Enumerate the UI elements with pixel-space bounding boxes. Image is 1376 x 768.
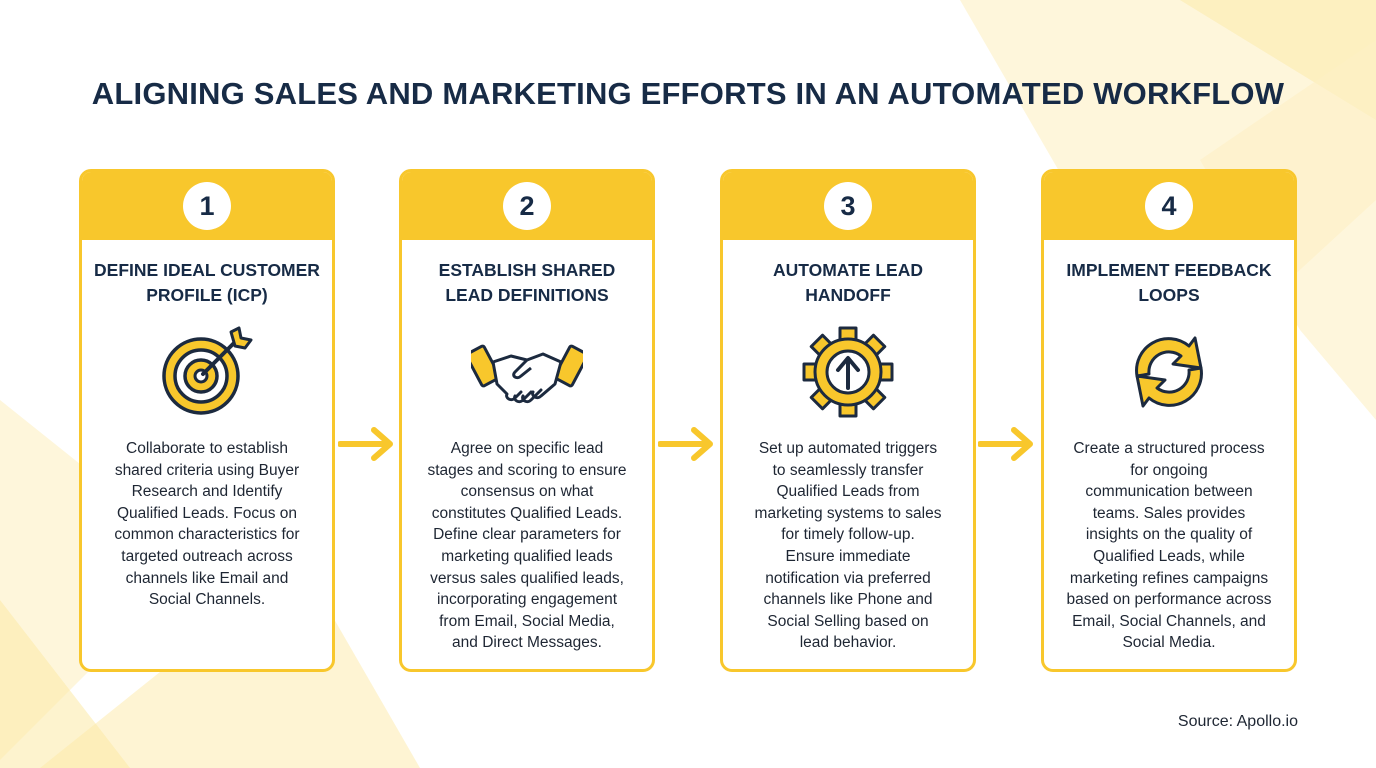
step-number-1: 1	[183, 182, 231, 230]
step-description-4: Create a structured process for ongoing …	[1054, 438, 1284, 654]
text-line: channels like Phone and	[763, 591, 933, 609]
step-number-3: 3	[824, 182, 872, 230]
text-line: versus sales qualified leads,	[430, 569, 624, 587]
text-line: from Email, Social Media,	[439, 612, 615, 630]
text-line: to seamlessly transfer	[772, 461, 924, 479]
text-line: incorporating engagement	[436, 591, 618, 609]
text-line: Qualified Leads from	[776, 483, 920, 501]
text-line: Collaborate to establish	[126, 440, 288, 457]
step-number-2: 2	[503, 182, 551, 230]
target-icon	[162, 326, 253, 415]
page-title: ALIGNING SALES AND MARKETING EFFORTS IN …	[91, 76, 1285, 111]
text-line: Social Media.	[1122, 634, 1216, 652]
step-number-4: 4	[1145, 182, 1193, 230]
step-description-2: Agree on specific lead stages and scorin…	[412, 438, 642, 654]
refresh-cycle-icon	[1135, 336, 1203, 408]
arrow-right-icon	[658, 427, 713, 461]
step-card-2: 2 ESTABLISH SHARED LEAD DEFINITIONS Agre…	[399, 169, 655, 672]
text-line: Agree on specific lead	[450, 440, 604, 457]
step-title-3: AUTOMATE LEAD HANDOFF	[731, 258, 965, 310]
step-title-line: AUTOMATE LEAD	[772, 260, 924, 280]
step-header-4: 4	[1044, 172, 1294, 240]
step-title-line: LOOPS	[1138, 285, 1200, 305]
step-title-line: PROFILE (ICP)	[146, 285, 268, 305]
text-line: constitutes Qualified Leads.	[431, 504, 623, 522]
text-line: Define clear parameters for	[433, 526, 621, 544]
text-line: Qualified Leads. Focus on	[116, 504, 298, 522]
text-line: channels like Email and	[125, 569, 289, 587]
text-line: lead behavior.	[799, 634, 897, 652]
text-line: targeted outreach across	[121, 547, 293, 565]
text-line: Research and Identify	[131, 483, 283, 501]
text-line: Social Channels.	[148, 591, 266, 609]
text-line: marketing refines campaigns	[1069, 569, 1269, 587]
step-card-1: 1 DEFINE IDEAL CUSTOMER PROFILE (ICP) Co…	[79, 169, 335, 672]
text-line: notification via preferred	[765, 569, 931, 587]
step-title-line: DEFINE IDEAL CUSTOMER	[94, 260, 320, 280]
handshake-icon	[471, 344, 583, 404]
text-line: and Direct Messages.	[452, 634, 602, 652]
step-title-1: DEFINE IDEAL CUSTOMER PROFILE (ICP)	[90, 258, 324, 310]
text-line: common characteristics for	[114, 526, 300, 544]
text-line: stages and scoring to ensure	[427, 461, 627, 479]
text-line: shared criteria using Buyer	[114, 461, 300, 479]
step-card-3: 3 AUTOMATE LEAD HANDOFF	[720, 169, 976, 672]
text-line: marketing qualified leads	[441, 547, 613, 565]
step-title-line: LEAD DEFINITIONS	[445, 285, 609, 305]
step-header-3: 3	[723, 172, 973, 240]
text-line: for timely follow-up.	[781, 526, 915, 544]
text-line: insights on the quality of	[1085, 526, 1253, 544]
step-title-4: IMPLEMENT FEEDBACK LOOPS	[1052, 258, 1286, 310]
text-line: for ongoing	[1130, 461, 1208, 479]
text-line: Create a structured process	[1073, 440, 1265, 457]
text-line: teams. Sales provides	[1092, 504, 1246, 522]
arrow-right-icon	[978, 427, 1033, 461]
step-card-4: 4 IMPLEMENT FEEDBACK LOOPS Create a stru…	[1041, 169, 1297, 672]
text-line: Ensure immediate	[785, 547, 911, 565]
text-line: communication between	[1085, 483, 1253, 501]
step-description-3: Set up automated triggers to seamlessly …	[733, 438, 963, 654]
step-title-2: ESTABLISH SHARED LEAD DEFINITIONS	[410, 258, 644, 310]
step-header-2: 2	[402, 172, 652, 240]
text-line: Email, Social Channels, and	[1072, 612, 1266, 630]
arrow-right-icon	[338, 427, 393, 461]
text-line: based on performance across	[1066, 591, 1272, 609]
source-credit: Source: Apollo.io	[1177, 713, 1298, 730]
text-line: Set up automated triggers	[758, 440, 938, 457]
step-title-line: IMPLEMENT FEEDBACK	[1066, 260, 1272, 280]
step-header-1: 1	[82, 172, 332, 240]
step-description-1: Collaborate to establish shared criteria…	[92, 438, 322, 611]
step-title-line: ESTABLISH SHARED	[438, 260, 616, 280]
text-line: consensus on what	[460, 483, 594, 501]
step-title-line: HANDOFF	[805, 285, 891, 305]
text-line: Social Selling based on	[767, 612, 929, 630]
text-line: marketing systems to sales	[754, 504, 942, 522]
gear-arrow-icon	[802, 326, 894, 418]
text-line: Qualified Leads, while	[1093, 547, 1245, 565]
